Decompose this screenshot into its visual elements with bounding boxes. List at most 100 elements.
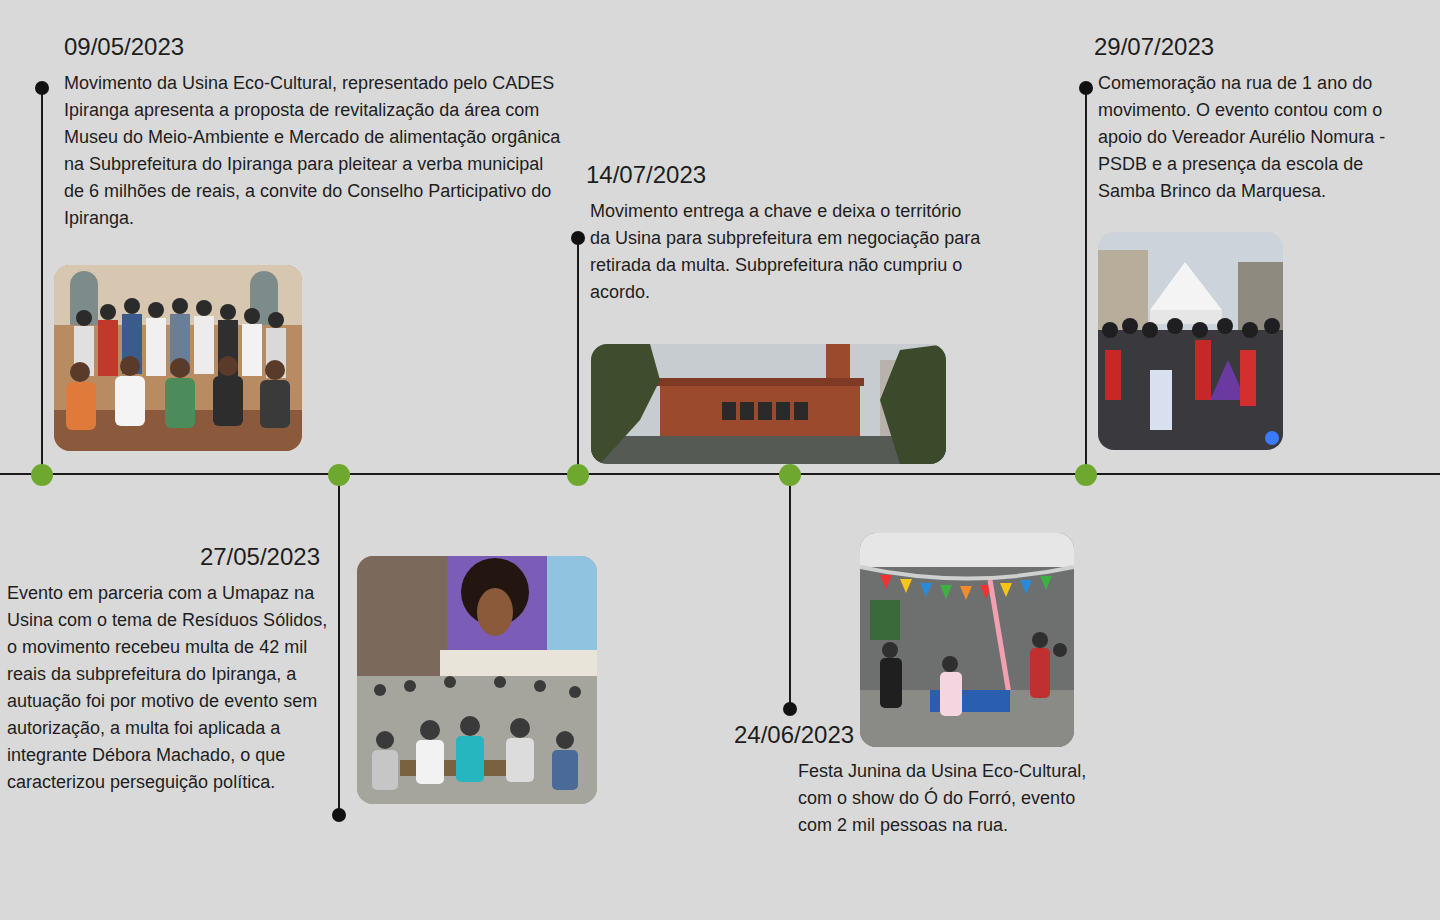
illustration-shape: [882, 642, 898, 658]
illustration-shape: [357, 556, 597, 804]
illustration-shape: [357, 676, 597, 804]
illustration-shape: [460, 716, 480, 736]
illustration-shape: [1150, 262, 1222, 310]
illustration-shape: [870, 600, 900, 640]
illustration-shape: [880, 575, 1052, 600]
illustration-shape: [1217, 318, 1233, 334]
event-entry: 27/05/2023Evento em parceria com a Umapa…: [7, 540, 329, 796]
group-photo: [54, 265, 302, 451]
event-description: Comemoração na rua de 1 ano do movimento…: [1098, 70, 1424, 205]
timeline-dots: [31, 464, 1097, 486]
illustration-shape: [447, 556, 547, 666]
event-entry: 24/06/2023Festa Junina da Usina Eco-Cult…: [734, 718, 1092, 839]
illustration-shape: [506, 738, 534, 782]
event-entry: 14/07/2023Movimento entrega a chave e de…: [586, 158, 986, 306]
illustration-shape: [1053, 643, 1067, 657]
illustration-shape: [260, 380, 290, 428]
illustration-shape: [170, 358, 190, 378]
event-entry: 09/05/2023Movimento da Usina Eco-Cultura…: [64, 30, 564, 232]
illustration-shape: [722, 402, 736, 420]
event-description: Movimento entrega a chave e deixa o terr…: [590, 198, 986, 306]
illustration-shape: [218, 356, 238, 376]
illustration-shape: [942, 656, 958, 672]
illustration-shape: [357, 556, 597, 804]
illustration-shape: [376, 731, 394, 749]
building-photo: [591, 344, 946, 464]
festa-photo: [860, 533, 1074, 747]
illustration-shape: [1032, 632, 1048, 648]
illustration-shape: [860, 533, 1074, 747]
illustration-shape: [1242, 322, 1258, 338]
illustration-shape: [444, 676, 456, 688]
illustration-shape: [577, 238, 579, 474]
illustration-shape: [783, 702, 797, 716]
illustration-shape: [70, 362, 90, 382]
illustration-shape: [98, 320, 118, 376]
illustration-shape: [758, 402, 772, 420]
illustration-shape: [31, 464, 53, 486]
illustration-shape: [591, 344, 946, 464]
illustration-shape: [416, 740, 444, 784]
illustration-shape: [880, 344, 946, 464]
illustration-shape: [1098, 250, 1148, 340]
illustration-shape: [740, 402, 754, 420]
event-description: Movimento da Usina Eco-Cultural, represe…: [64, 70, 564, 232]
illustration-shape: [880, 658, 902, 708]
illustration-shape: [1098, 232, 1283, 450]
illustration-shape: [940, 672, 962, 716]
illustration-shape: [244, 308, 260, 324]
illustration-shape: [165, 378, 195, 428]
illustration-shape: [70, 271, 98, 325]
illustration-shape: [1079, 81, 1093, 95]
illustration-shape: [656, 378, 864, 386]
illustration-shape: [722, 402, 808, 420]
illustration-shape: [556, 731, 574, 749]
illustration-shape: [591, 344, 946, 464]
illustration-shape: [194, 316, 214, 374]
illustration-shape: [591, 344, 660, 464]
illustration-shape: [372, 750, 398, 790]
illustration-shape: [510, 718, 530, 738]
illustration-shape: [1098, 232, 1283, 450]
illustration-shape: [1105, 350, 1121, 400]
illustration-shape: [357, 556, 447, 676]
illustration-shape: [148, 302, 164, 318]
illustration-shape: [420, 720, 440, 740]
illustration-shape: [1142, 322, 1158, 338]
event-date: 14/07/2023: [586, 158, 986, 192]
illustration-shape: [54, 265, 302, 451]
illustration-shape: [220, 304, 236, 320]
illustration-shape: [332, 808, 346, 822]
event-date: 09/05/2023: [64, 30, 564, 64]
illustration-shape: [494, 676, 506, 688]
illustration-shape: [242, 324, 262, 376]
illustration-shape: [268, 312, 284, 328]
illustration-shape: [571, 231, 585, 245]
illustration-shape: [660, 384, 860, 442]
illustration-shape: [1192, 322, 1208, 338]
illustration-shape: [124, 298, 140, 314]
illustration-shape: [1195, 340, 1211, 400]
street-photo: [1098, 232, 1283, 450]
illustration-shape: [1098, 330, 1283, 450]
illustration-shape: [794, 402, 808, 420]
illustration-shape: [1240, 350, 1256, 406]
illustration-shape: [440, 650, 597, 676]
illustration-shape: [860, 533, 1074, 567]
illustration-shape: [534, 680, 546, 692]
illustration-shape: [115, 376, 145, 426]
event-date: 29/07/2023: [1094, 30, 1424, 64]
event-description: Evento em parceria com a Umapaz na Usina…: [7, 580, 329, 796]
illustration-shape: [54, 265, 302, 451]
illustration-shape: [213, 376, 243, 426]
illustration-shape: [547, 556, 597, 666]
illustration-shape: [880, 575, 892, 589]
illustration-shape: [66, 382, 96, 430]
illustration-shape: [900, 579, 912, 593]
illustration-shape: [76, 310, 92, 326]
illustration-shape: [456, 736, 484, 782]
illustration-shape: [860, 533, 1074, 747]
illustration-shape: [265, 360, 285, 380]
illustration-shape: [1102, 318, 1280, 338]
illustration-shape: [779, 464, 801, 486]
